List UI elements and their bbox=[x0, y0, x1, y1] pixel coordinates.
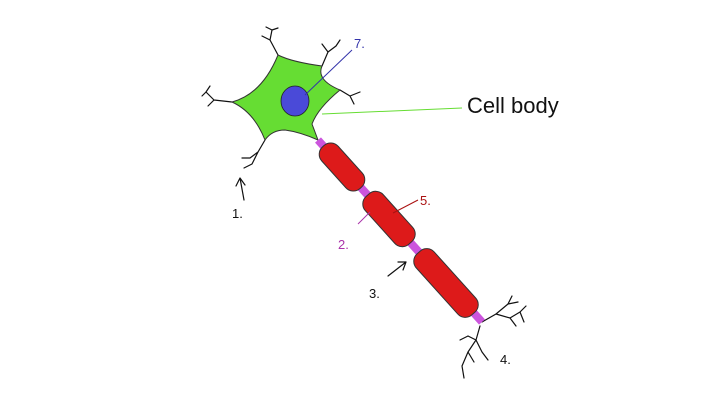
label-3: 3. bbox=[369, 286, 380, 301]
label-2: 2. bbox=[338, 237, 349, 252]
myelin-sheath bbox=[413, 248, 479, 318]
cell-body-leader-line bbox=[321, 107, 463, 115]
label-1: 1. bbox=[232, 206, 243, 221]
label-7-leader-line bbox=[304, 49, 353, 96]
label-7: 7. bbox=[354, 36, 365, 51]
label-5: 5. bbox=[420, 193, 431, 208]
dendrites bbox=[201, 26, 527, 379]
myelin-sheath bbox=[362, 190, 416, 248]
label-2-leader-line bbox=[357, 211, 371, 225]
arrow-1-icon bbox=[235, 177, 246, 201]
label-5-leader-line bbox=[392, 199, 419, 214]
arrow-3-icon bbox=[387, 261, 407, 277]
myelin-sheaths bbox=[318, 142, 479, 318]
nucleus bbox=[280, 85, 310, 117]
cell-body-label: Cell body bbox=[467, 93, 559, 118]
label-4: 4. bbox=[500, 352, 511, 367]
myelin-sheath bbox=[318, 142, 366, 192]
arrows bbox=[235, 177, 407, 277]
